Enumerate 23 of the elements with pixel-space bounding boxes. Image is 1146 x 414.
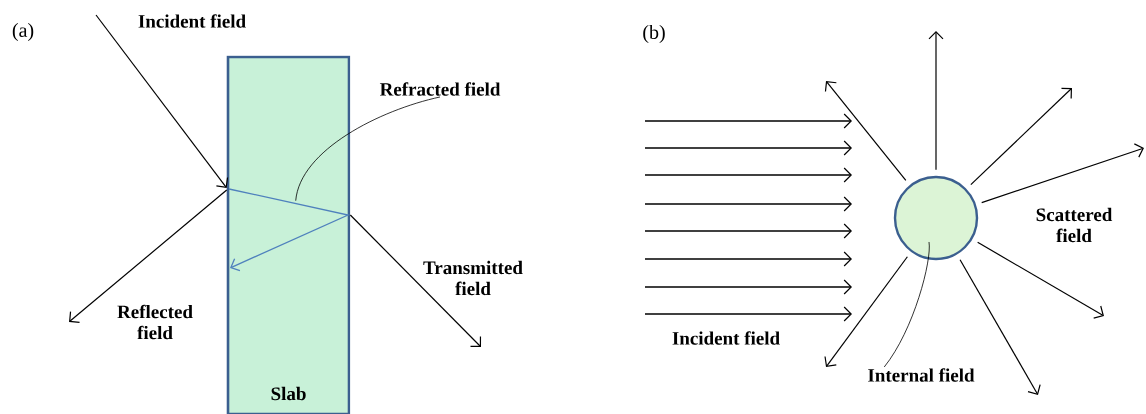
panel-label: (a) [12, 22, 34, 42]
leader-line [883, 241, 930, 368]
scattered-ray [824, 81, 907, 181]
leader-text: Refracted field [379, 82, 501, 96]
scattered-ray [959, 259, 1041, 395]
incident-ray [95, 14, 229, 188]
ray-label: Incident field [138, 14, 246, 28]
reflected-ray [69, 189, 228, 323]
ray-label: Incident field [672, 331, 780, 345]
slab-box: Slab [226, 55, 351, 414]
ray-label: Scattered field [1036, 207, 1113, 243]
scattered-ray [981, 143, 1144, 204]
scattered-ray [977, 241, 1104, 319]
scattered-ray [970, 87, 1072, 186]
scattered-ray [928, 31, 944, 171]
ray-label: Transmitted field [423, 260, 523, 296]
scattered-ray [824, 256, 908, 367]
leader-text: Internal field [868, 368, 975, 382]
leader-line [295, 96, 441, 202]
panel-label: (b) [643, 24, 665, 44]
transmitted-ray [349, 214, 482, 347]
ray-label: Reflected field [117, 304, 193, 340]
particle-circle [893, 175, 979, 261]
